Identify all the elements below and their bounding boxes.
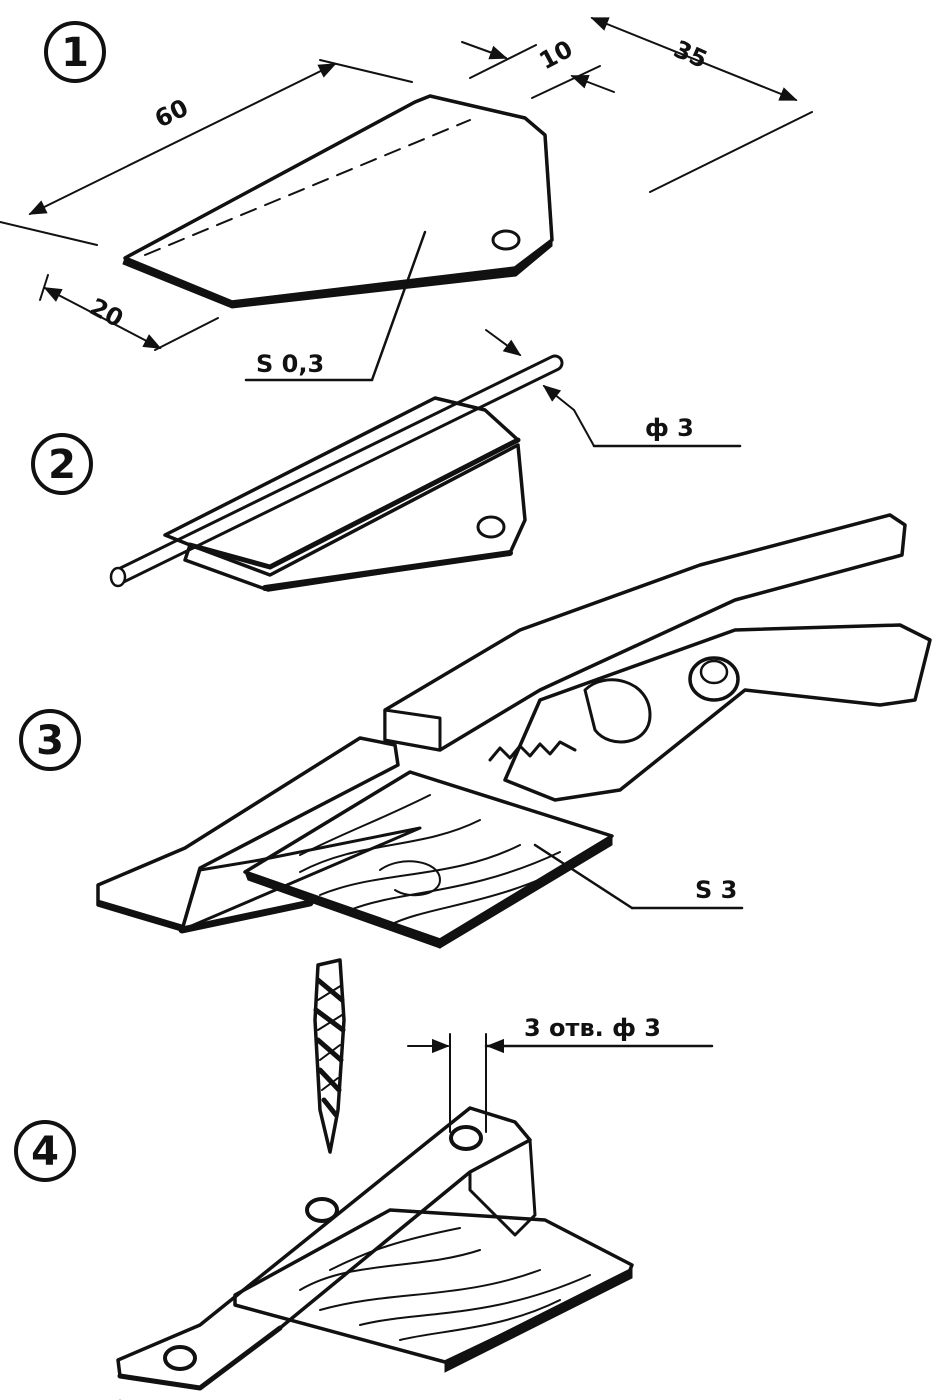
step-1-badge: 1 bbox=[44, 21, 106, 83]
dimension-10-label: 10 bbox=[535, 35, 578, 75]
step-3-pliers bbox=[383, 513, 932, 802]
board-thickness-label: S 3 bbox=[695, 876, 737, 904]
step-3-badge: 3 bbox=[19, 709, 81, 771]
rod-diameter-callout: ф 3 bbox=[485, 329, 742, 448]
step-3-wooden-board bbox=[243, 770, 614, 949]
step-2-badge: 2 bbox=[31, 433, 93, 495]
dimension-35-label: 35 bbox=[670, 35, 712, 74]
dimension-35: 35 bbox=[590, 17, 813, 193]
dimension-60-label: 60 bbox=[150, 94, 192, 134]
rod-diameter-label: ф 3 bbox=[645, 414, 694, 442]
holes-label: 3 отв. ф 3 bbox=[524, 1014, 661, 1042]
step-4-finished-part bbox=[116, 1106, 634, 1400]
step-2-number: 2 bbox=[48, 442, 76, 488]
step-2-folded-blank bbox=[109, 354, 564, 592]
holes-callout: 3 отв. ф 3 bbox=[407, 1014, 714, 1133]
dimension-10: 10 bbox=[461, 35, 615, 99]
step-1-number: 1 bbox=[61, 30, 89, 76]
sheet-thickness-label: S 0,3 bbox=[256, 350, 324, 378]
sheet-thickness-callout: S 0,3 bbox=[244, 230, 427, 382]
step-1-metal-blank bbox=[122, 94, 554, 309]
board-thickness-callout: S 3 bbox=[533, 843, 744, 910]
step-3-blank-in-pliers bbox=[96, 736, 422, 934]
step-3-number: 3 bbox=[36, 718, 64, 764]
drill-bit bbox=[313, 958, 346, 1154]
step-4-badge: 4 bbox=[14, 1120, 76, 1182]
step-4-number: 4 bbox=[31, 1129, 59, 1175]
dimension-60: 60 bbox=[0, 59, 413, 246]
